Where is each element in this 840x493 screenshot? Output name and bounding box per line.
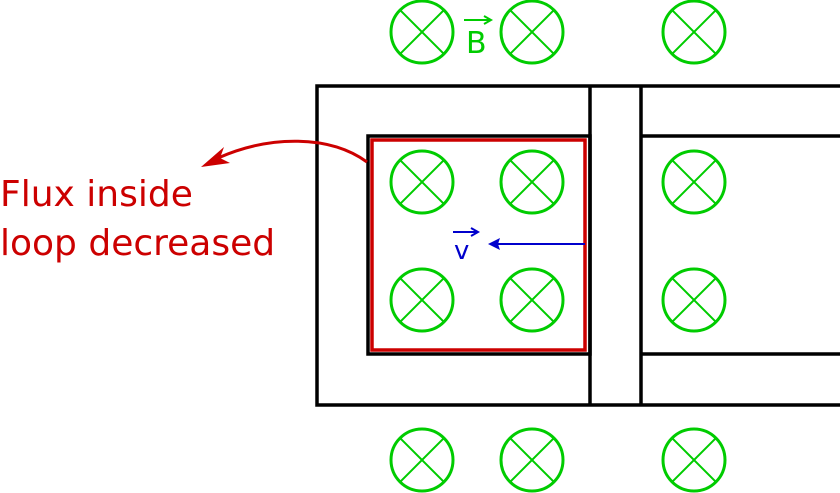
field-label-text: B [466,26,487,61]
rails [315,84,840,407]
x-in-circle-icon [389,0,455,65]
x-in-circle-icon [389,267,455,333]
field-label: B [464,15,494,61]
x-in-circle-icon [499,427,565,493]
velocity-arrowhead [488,238,500,250]
velocity: v [453,227,585,266]
x-in-circle-icon [389,427,455,493]
x-in-circle-icon [661,427,727,493]
x-in-circle-icon [661,267,727,333]
inner-rail [366,134,592,356]
x-in-circle-icon [499,0,565,65]
velocity-vector-barhead [470,227,481,237]
x-in-circle-icon [661,0,727,65]
x-in-circle-icon [389,149,455,215]
x-in-circle-icon [661,149,727,215]
magnetic-field-symbols [389,0,727,493]
annotation-arrowhead [201,147,230,167]
velocity-label: v [454,236,469,266]
annotation-line-2: loop decreased [0,223,275,264]
x-in-circle-icon [499,267,565,333]
annotation: Flux inside loop decreased [0,139,368,264]
outer-rail [315,84,840,407]
annotation-line-1: Flux inside [0,174,193,215]
annotation-arrow [217,139,368,164]
x-in-circle-icon [499,149,565,215]
field-vector-arrowhead [483,15,494,25]
